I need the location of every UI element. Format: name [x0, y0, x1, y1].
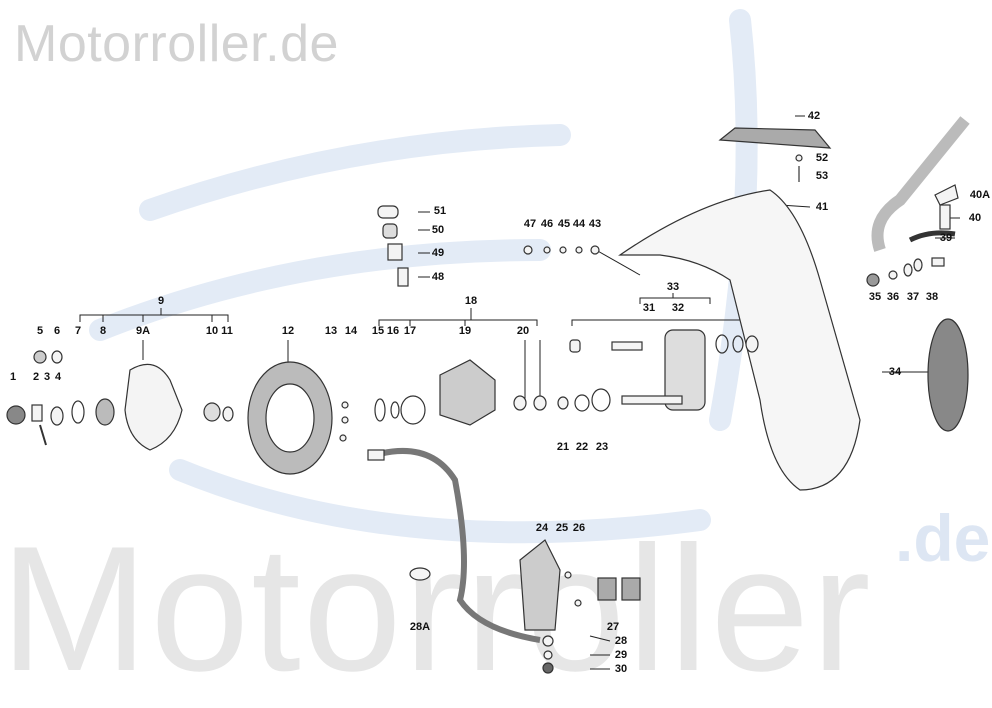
watermark-suffix: .de	[895, 501, 991, 575]
part-label-19: 19	[458, 325, 472, 337]
part-label-50: 50	[431, 224, 445, 236]
part-label-40: 40	[968, 212, 982, 224]
part-label-9a: 9A	[135, 325, 151, 337]
part-label-53: 53	[815, 170, 829, 182]
watermark-top: Motorroller.de	[14, 15, 339, 73]
part-label-38: 38	[925, 291, 939, 303]
part-label-7: 7	[74, 325, 82, 337]
part-label-28a: 28A	[409, 621, 431, 633]
part-label-52: 52	[815, 152, 829, 164]
part-label-13: 13	[324, 325, 338, 337]
part-shapes	[6, 116, 970, 674]
part-label-31: 31	[642, 302, 656, 314]
part-label-47: 47	[523, 218, 537, 230]
part-label-22: 22	[575, 441, 589, 453]
part-label-10: 10	[205, 325, 219, 337]
part-label-49: 49	[431, 247, 445, 259]
part-label-45: 45	[557, 218, 571, 230]
part-label-40a: 40A	[969, 189, 991, 201]
background-swoosh	[89, 9, 758, 544]
part-label-15: 15	[371, 325, 385, 337]
part-label-51: 51	[433, 205, 447, 217]
part-label-34: 34	[888, 366, 902, 378]
part-label-6: 6	[53, 325, 61, 337]
watermark-bottom: Motorroller	[0, 509, 873, 708]
part-label-11: 11	[221, 325, 233, 337]
part-label-37: 37	[906, 291, 920, 303]
part-label-2: 2	[32, 371, 40, 383]
part-label-25: 25	[555, 522, 569, 534]
part-label-46: 46	[540, 218, 554, 230]
part-label-41: 41	[815, 201, 829, 213]
part-label-17: 17	[403, 325, 417, 337]
part-label-9: 9	[157, 295, 165, 307]
part-label-8: 8	[99, 325, 107, 337]
part-label-12: 12	[281, 325, 295, 337]
exploded-parts-diagram	[6, 9, 970, 674]
part-label-26: 26	[572, 522, 586, 534]
part-label-14: 14	[344, 325, 358, 337]
part-label-1: 1	[9, 371, 17, 383]
part-label-4: 4	[54, 371, 62, 383]
part-label-36: 36	[886, 291, 900, 303]
part-label-39: 39	[939, 232, 953, 244]
part-label-33: 33	[666, 281, 680, 293]
part-label-21: 21	[556, 441, 570, 453]
part-label-32: 32	[671, 302, 685, 314]
part-label-43: 43	[588, 218, 602, 230]
part-label-20: 20	[516, 325, 530, 337]
part-label-29: 29	[614, 649, 628, 661]
part-label-42: 42	[807, 110, 821, 122]
part-label-23: 23	[595, 441, 609, 453]
part-label-18: 18	[464, 295, 478, 307]
part-label-30: 30	[614, 663, 628, 675]
part-label-28: 28	[614, 635, 628, 647]
part-label-35: 35	[868, 291, 882, 303]
part-label-3: 3	[43, 371, 51, 383]
part-label-24: 24	[535, 522, 549, 534]
part-label-48: 48	[431, 271, 445, 283]
part-label-44: 44	[572, 218, 586, 230]
part-label-5: 5	[36, 325, 44, 337]
part-label-16: 16	[386, 325, 400, 337]
part-label-27: 27	[606, 621, 620, 633]
